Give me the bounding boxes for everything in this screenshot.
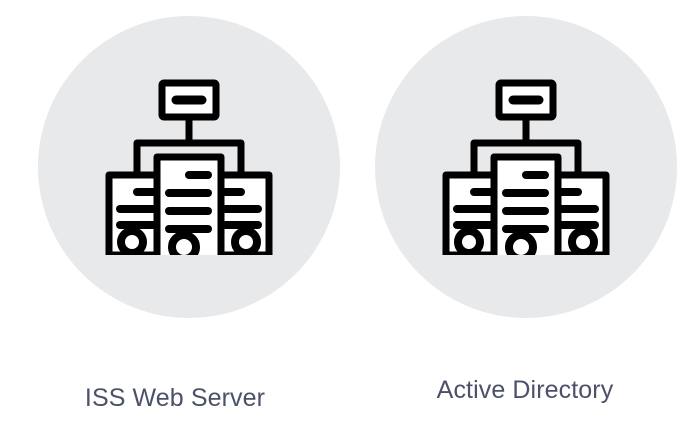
icon-disc-background [375,16,677,318]
node-label-iss-web-server: ISS Web Server [84,384,266,412]
server-rack-icon [105,79,273,255]
icon-disc-background [38,16,340,318]
node-active-directory[interactable]: Active Directory [350,0,700,438]
node-label-active-directory: Active Directory [436,376,614,404]
server-rack-icon [442,79,610,255]
node-iss-web-server[interactable]: ISS Web Server [0,0,350,438]
